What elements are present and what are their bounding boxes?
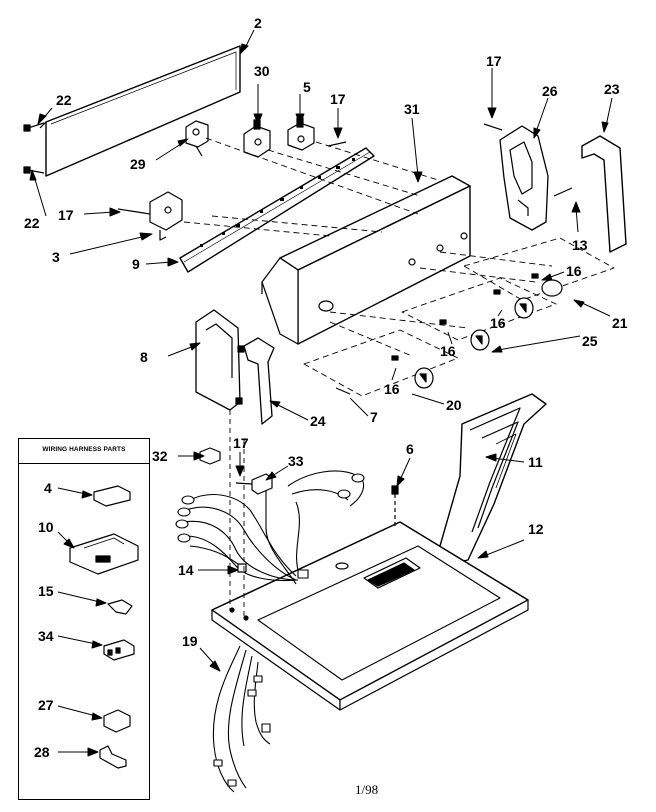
part-label: 30 [254,63,270,79]
part-label: 25 [582,333,598,349]
top-cover-part [211,521,529,711]
part-label: 16 [490,315,506,331]
end-cap-part [581,135,627,253]
part-label: 7 [370,409,378,425]
wiring-harness-part [175,470,365,585]
part-label: 16 [440,343,456,359]
part-label: 24 [310,413,326,429]
part-label: 29 [130,156,146,172]
part-label: 22 [56,92,72,108]
part-label: 17 [58,207,74,223]
wiring-harness-inset: WIRING HARNESS PARTS [18,438,150,800]
part-label: 12 [528,521,544,537]
part-label: 17 [233,435,249,451]
part-label: 17 [330,91,346,107]
inset-divider [19,463,149,464]
knob-part [391,273,563,389]
clip-part [199,447,221,465]
lower-harness-part [212,645,271,793]
part-label: 26 [542,83,558,99]
screw-part [235,482,253,485]
screw-part [553,187,573,197]
part-label: 2 [254,15,262,31]
part-label: 8 [140,349,148,365]
assembly-guide-lines [183,137,439,237]
part-label: 16 [384,381,400,397]
switch-part [185,117,315,158]
part-label: 19 [182,633,198,649]
part-label: 14 [178,562,194,578]
part-label: 27 [38,697,54,713]
leader-arrows [29,29,613,757]
part-label: 15 [38,583,54,599]
end-cap-bracket-part [499,125,549,231]
console-panel-part [39,45,241,177]
part-label: 23 [604,81,620,97]
part-label: 9 [132,256,140,272]
part-label: 5 [303,79,311,95]
part-label: 13 [572,237,588,253]
part-label: 33 [288,453,304,469]
clip-part [237,563,247,573]
part-label: 21 [612,315,628,331]
trim-piece-part [243,337,275,425]
screw-part [117,208,151,215]
part-label: 4 [44,480,52,496]
part-label: 17 [486,53,502,69]
knob-group-outline [303,237,615,397]
timer-switch-part [149,191,183,241]
screw-part [23,122,45,174]
vent-duct-part [439,393,547,565]
screw-part [391,485,399,526]
part-label: 6 [406,441,414,457]
part-label: 31 [404,101,420,117]
screw-part [483,123,503,131]
screw-part [335,387,351,395]
part-label: 3 [52,249,60,265]
control-housing-part [261,175,471,345]
part-label: 22 [24,215,40,231]
part-label: 11 [528,454,543,470]
end-cap-left-part [195,309,245,411]
page-footer-date: 1/98 [355,782,379,797]
inset-connector-parts [69,485,139,769]
part-label: 34 [38,628,54,644]
part-label: 28 [34,744,50,760]
control-bracket-part [179,147,375,273]
inset-title: WIRING HARNESS PARTS [42,446,126,453]
part-label: 20 [446,397,462,413]
part-label: 16 [566,263,582,279]
part-label: 32 [152,448,168,464]
screw-part [327,141,347,147]
part-label: 10 [38,519,54,535]
